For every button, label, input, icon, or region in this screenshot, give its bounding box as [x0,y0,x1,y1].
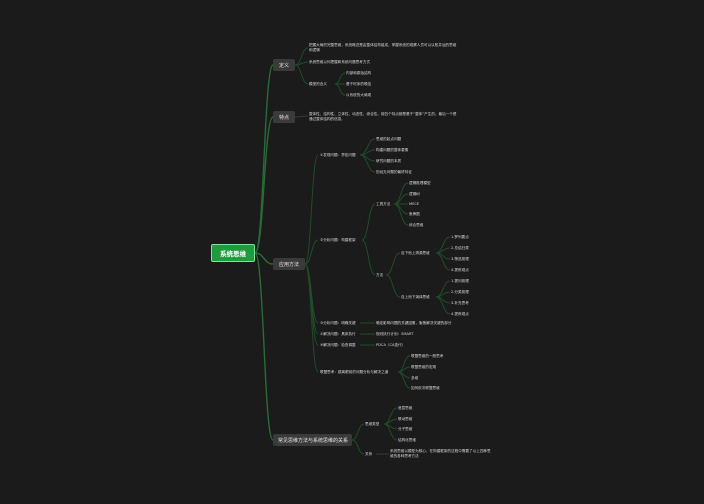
definition-item-2[interactable]: 系统思维以何把握和系统问题思考方式 [309,60,371,64]
type-1[interactable]: 底层思维 [398,406,413,410]
tools-label[interactable]: 工具方法 [376,202,391,206]
tool-4[interactable]: 鱼骨图 [409,212,420,216]
bottomup-3[interactable]: 3.补充思考 [451,301,469,305]
topdown-3[interactable]: 3.筛选梳理 [451,257,469,261]
definition-model-meaning[interactable]: 模型的含义 [309,82,327,86]
topdown-4[interactable]: 4.提炼观点 [451,268,469,272]
branch-features[interactable]: 特点 [273,111,295,123]
method-link [385,252,401,276]
methods-link [304,239,319,265]
bottomup-2[interactable]: 2.分类梳理 [451,290,469,294]
relation-text[interactable]: 系统思维以模型为核心，在构建框架的过程中需要了以上四种思维的各种思考方法 [390,449,491,458]
root-node[interactable]: 系统思维 [211,244,255,262]
bottomup-1[interactable]: 1.提问梳理 [451,279,469,283]
step4-label[interactable]: ①解决问题：具体执行 [320,332,356,336]
step6-link [397,371,411,389]
step1-link [359,154,376,173]
step2-link [361,239,376,276]
branch-methods[interactable]: 应用方法 [273,258,305,270]
root-link [254,252,274,265]
step6-label[interactable]: 联盟思考：跳离眼前的问题分析与解决之道 [320,370,389,374]
root-link [254,252,274,441]
step4-desc[interactable]: 规划执行计划：SMART [376,332,414,336]
model-child-1[interactable]: 内部和原始结构 [346,71,372,75]
branch-definition[interactable]: 定义 [273,59,295,71]
methods-link [304,263,319,373]
step6-child-2[interactable]: 联盟思维的宏观 [411,365,437,369]
step6-child-4[interactable]: 如何依次联盟思维 [411,386,440,390]
definition-item-1[interactable]: 把握大局的完整思维，系统概念是由整体结构组成，掌握系统的观察人员可以认知并运的思… [309,43,457,52]
tool-3[interactable]: MECE [409,202,420,206]
methods-link [304,154,319,265]
branch-relations[interactable]: 常见思维方法与系统思维的关系 [273,434,352,446]
topdown-2[interactable]: 2.总结归类 [451,246,469,250]
step1-child-3[interactable]: 研究问题的本质 [376,159,402,163]
types-label[interactable]: 思维类型 [365,422,380,426]
step5-desc[interactable]: PDCA（CA迭代） [376,343,406,347]
definition-link [294,64,309,85]
topdown-link [435,252,451,271]
step1-child-2[interactable]: 构建问题的整体要素 [376,148,409,152]
root-link [254,64,274,254]
methods-link [304,263,319,346]
bottomup-label[interactable]: 自上而下演绎思维 [401,295,430,299]
method-label[interactable]: 方法 [376,273,384,277]
step6-child-3[interactable]: 多维 [411,376,419,380]
step2-label[interactable]: ②分析问题：构建框架 [320,238,356,242]
step1-child-4[interactable]: 历经无问题的最终特征 [376,170,412,174]
type-4[interactable]: 结构化思维 [398,438,416,442]
model-child-2[interactable]: 基于时序的联结 [346,82,372,86]
tool-1[interactable]: 逻辑推理模型 [409,181,431,185]
step1-label[interactable]: ①发现问题：界定问题 [320,153,356,157]
tool-2[interactable]: 逻辑树 [409,192,420,196]
features-link [294,115,309,118]
step3-label[interactable]: ③分析问题：明确关键 [320,321,356,325]
step3-desc[interactable]: 确定影响问题的关键因素，聚焦解决关键的部分 [376,321,452,325]
relations-link [351,423,365,441]
tools-link [393,203,409,226]
type-3[interactable]: 分子思维 [398,427,413,431]
model-link [334,72,346,85]
model-link [334,83,346,96]
relation-label[interactable]: 关系 [365,452,373,456]
types-link [383,423,398,441]
step1-child-1[interactable]: 思维的起点问题 [376,137,402,141]
relations-link [351,439,365,455]
step6-child-1[interactable]: 联盟思维的一般思考 [411,354,444,358]
tools-link [393,182,409,205]
model-child-3[interactable]: 以系统的大局观 [346,93,372,97]
root-link [254,116,274,254]
topdown-1[interactable]: 1.罗列要点 [451,235,469,239]
definition-link [294,61,309,66]
bottomup-link [435,296,451,315]
bottomup-4[interactable]: 4.提炼观点 [451,312,469,316]
step2-link [361,203,376,241]
tool-5[interactable]: 综合思维 [409,223,424,227]
type-2[interactable]: 联动思维 [398,417,413,421]
step5-label[interactable]: ⑤解决问题：检查调整 [320,343,356,347]
topdown-label[interactable]: 自下而上溯源思维 [401,251,430,255]
method-link [385,274,401,298]
features-text[interactable]: 整体性、结构性、立体性、动态性、综合性。前四个特点都是基于“整体”产生的。最后一… [309,112,457,121]
